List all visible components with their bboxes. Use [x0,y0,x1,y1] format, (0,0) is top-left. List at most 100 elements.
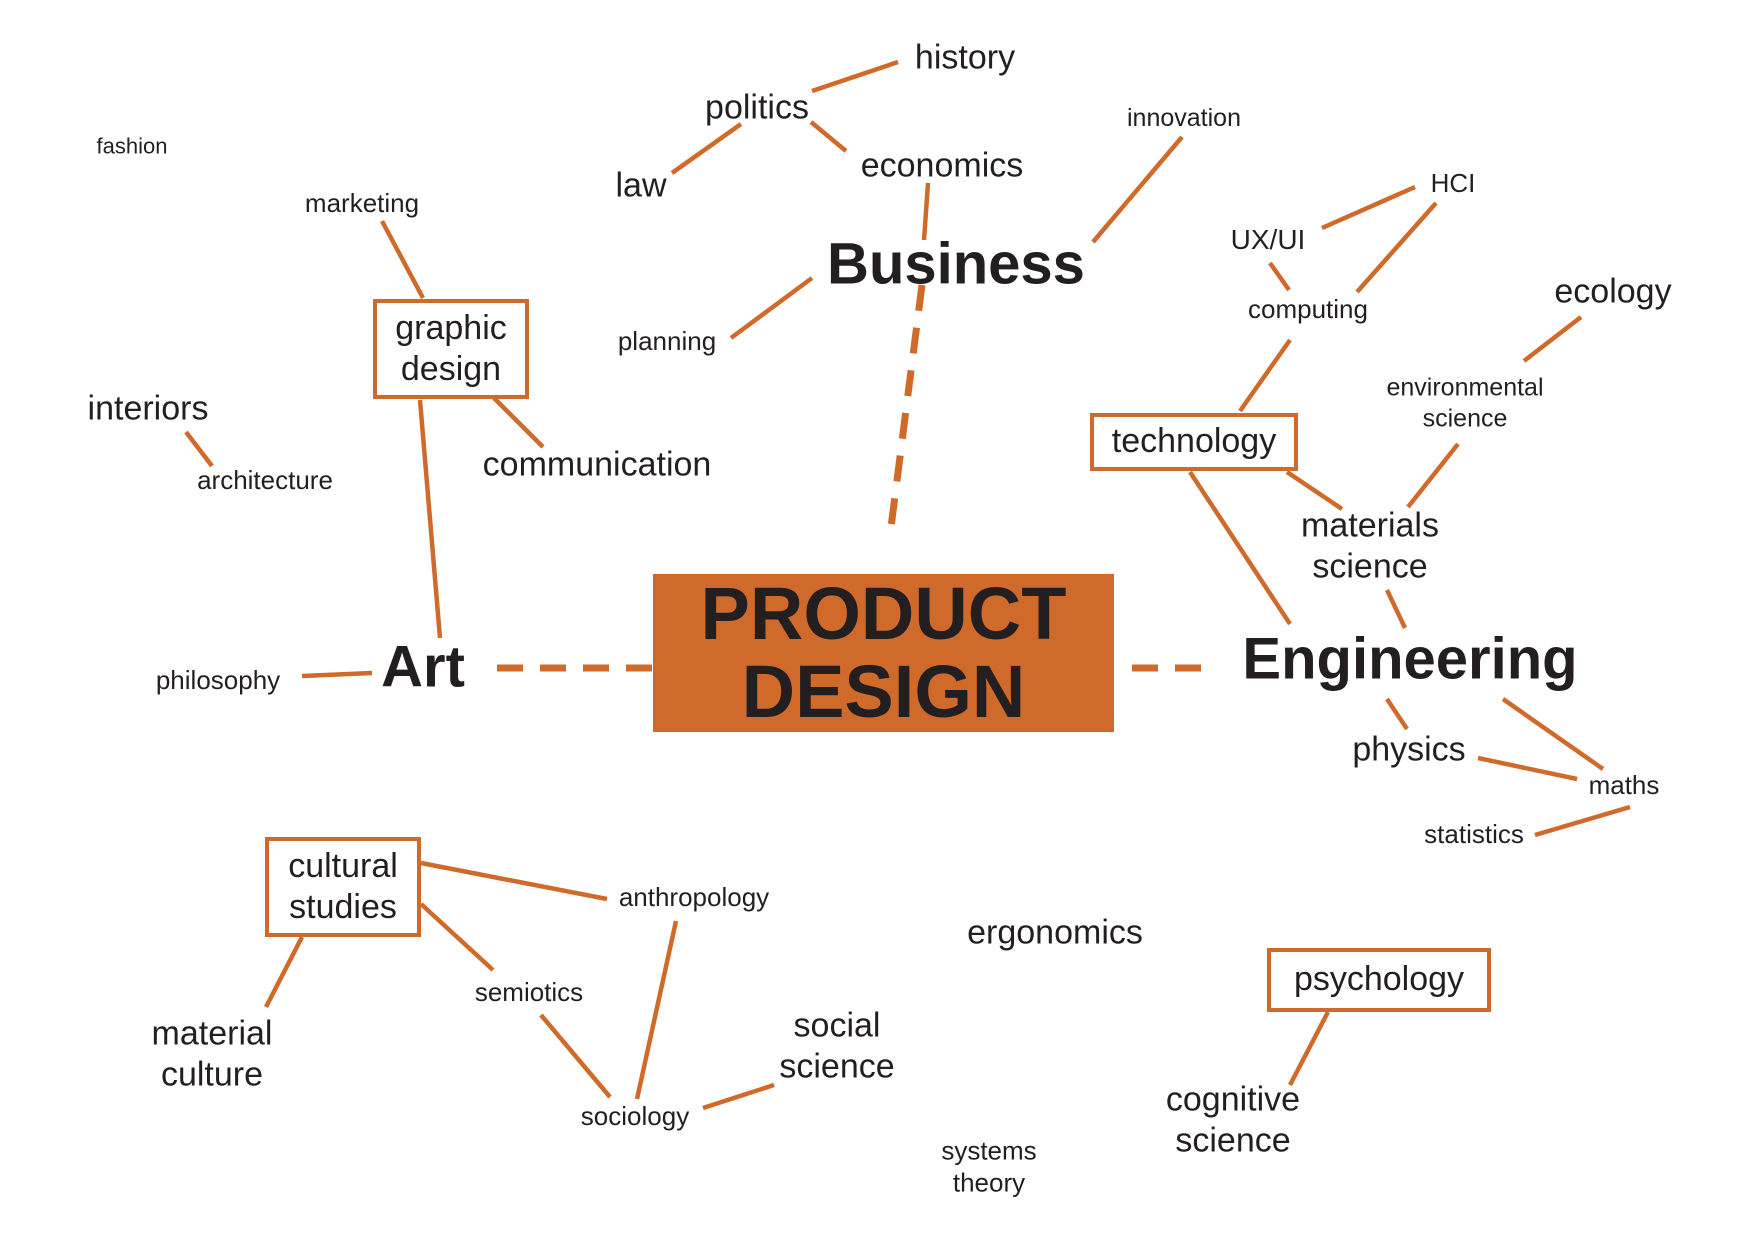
link-sociology-to-social-science [702,1082,775,1111]
node-hci: HCI [1431,168,1476,200]
node-label-line: statistics [1424,819,1524,850]
node-label-line: politics [705,88,809,127]
node-label-line: cognitive [1165,1080,1301,1119]
node-label-line: history [914,38,1016,77]
node-label-line: technology [1111,422,1277,461]
node-maths: maths [1589,770,1660,802]
node-art: Art [381,633,465,704]
link-environmental-science-to-materials-science [1406,442,1460,509]
node-label-line: architecture [197,465,333,496]
node-innovation: innovation [1127,103,1241,134]
link-cultural-studies-to-material-culture [263,935,305,1009]
link-semiotics-to-sociology [539,1013,612,1099]
node-physics: physics [1352,729,1465,770]
link-uxui-to-computing [1268,261,1291,292]
node-label-line: science [1422,404,1508,432]
node-anthropology: anthropology [619,882,769,914]
link-psychology-to-cognitive-science [1288,1010,1330,1087]
node-communication: communication [483,444,712,485]
link-politics-to-history [811,59,899,94]
node-label-line: ecology [1554,272,1672,311]
link-politics-to-law [670,122,743,175]
node-architecture: architecture [197,465,333,497]
node-label-line: material [151,1014,273,1053]
link-business-to-innovation [1091,135,1184,244]
node-engineering: Engineering [1242,625,1577,696]
link-materials-science-to-engineering [1384,589,1408,629]
node-law: law [615,165,666,206]
node-label-line: interiors [87,389,209,428]
node-label-line: science [1175,1122,1291,1160]
node-label-line: anthropology [618,882,770,913]
node-uxui: UX/UI [1231,223,1306,257]
link-graphic-design-to-art [417,399,443,639]
node-ergonomics: ergonomics [967,912,1143,953]
node-psychology: psychology [1267,948,1491,1012]
node-label-line: cultural [288,846,398,885]
node-ecology: ecology [1554,271,1671,312]
node-label-line: ergonomics [967,913,1143,952]
link-cultural-studies-to-anthropology [420,860,608,902]
node-label-line: communication [482,445,712,484]
node-economics: economics [861,145,1024,186]
link-technology-to-engineering [1188,470,1292,626]
node-semiotics: semiotics [475,977,583,1009]
link-anthropology-to-sociology [634,920,679,1100]
node-computing: computing [1248,294,1368,326]
node-marketing: marketing [305,188,419,220]
node-philosophy: philosophy [156,665,280,697]
link-uxui-to-hci [1321,184,1416,231]
node-label-line: law [615,166,667,205]
link-philosophy-to-art [301,670,373,679]
node-label-line: maths [1588,770,1660,801]
node-label-line: graphic [395,308,507,347]
node-label-line: psychology [1293,960,1465,999]
node-label-line: semiotics [474,977,584,1008]
node-statistics: statistics [1424,819,1524,851]
node-label-line: UX/UI [1230,223,1306,255]
node-label-line: economics [860,146,1024,185]
link-cultural-studies-to-semiotics [419,902,495,972]
node-label-line: fashion [96,133,168,159]
node-label-line: science [779,1048,895,1086]
center-node-label: PRODUCT DESIGN [700,572,1067,733]
node-label-line: theory [952,1167,1026,1197]
node-sociology: sociology [581,1101,689,1133]
link-physics-to-maths [1477,755,1578,782]
link-graphic-design-to-communication [492,396,545,449]
link-interiors-to-architecture [184,430,214,468]
node-label-line: physics [1352,730,1466,769]
link-computing-to-technology [1238,338,1292,413]
link-center-to-business [886,284,926,536]
node-business: Business [827,230,1085,301]
link-maths-to-statistics [1534,804,1631,838]
node-label-line: studies [289,888,397,926]
link-engineering-to-maths [1501,697,1605,771]
link-marketing-to-graphic-design [380,219,425,300]
node-interiors: interiors [88,388,209,429]
link-technology-to-materials-science [1285,470,1344,511]
node-label-line: HCI [1430,168,1476,199]
node-label-line: Art [381,634,465,700]
node-label-line: Business [827,231,1085,297]
link-engineering-to-physics [1385,697,1409,731]
node-fashion: fashion [97,134,168,161]
node-label-line: sociology [580,1101,690,1132]
link-business-to-planning [729,276,814,340]
node-label-line: philosophy [155,665,281,696]
node-technology: technology [1090,413,1298,471]
node-label-line: social [793,1006,881,1045]
node-planning: planning [618,326,716,358]
link-ecology-to-environmental-science [1522,315,1583,363]
link-economics-to-business [921,182,931,241]
node-label-line: Engineering [1242,626,1578,692]
center-node: PRODUCT DESIGN [653,574,1114,732]
